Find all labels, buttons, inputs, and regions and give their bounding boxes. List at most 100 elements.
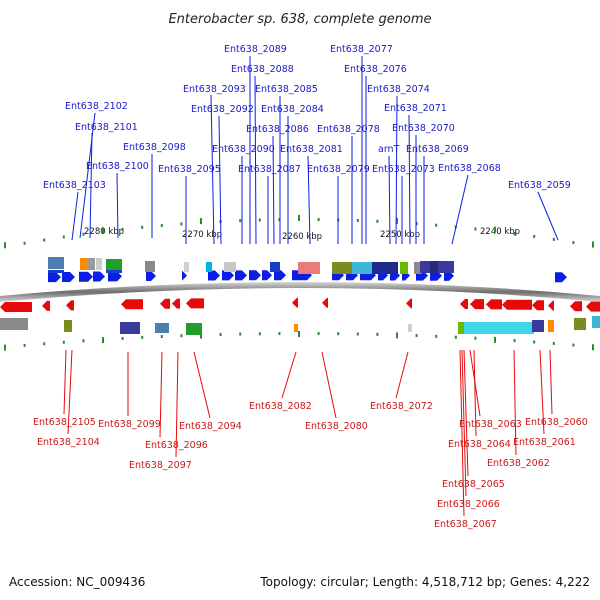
reverse-gene-arrow (292, 297, 298, 308)
outer-tick (102, 227, 104, 234)
inner-tick (396, 332, 398, 339)
gene-label-ent638-2080[interactable]: Ent638_2080 (305, 421, 368, 432)
outer-tick (121, 227, 124, 231)
forward-feature-block (206, 262, 212, 272)
inner-tick (376, 332, 379, 336)
reverse-leader-line (461, 349, 467, 497)
gene-label-ent638-2059[interactable]: Ent638_2059 (508, 180, 571, 191)
reverse-leader-line (513, 349, 517, 456)
inner-tick (200, 332, 202, 339)
outer-tick (356, 219, 359, 223)
gene-label-ent638-2074[interactable]: Ent638_2074 (367, 84, 430, 95)
gene-label-ent638-2062[interactable]: Ent638_2062 (487, 458, 550, 469)
gene-label-ent638-2071[interactable]: Ent638_2071 (384, 103, 447, 114)
gene-label-ent638-2098[interactable]: Ent638_2098 (123, 142, 186, 153)
gene-label-ent638-2078[interactable]: Ent638_2078 (317, 124, 380, 135)
scale-label-2250: 2250 kbp (380, 230, 420, 240)
outer-tick (376, 219, 379, 223)
gene-label-ent638-2088[interactable]: Ent638_2088 (231, 64, 294, 75)
outer-tick (396, 217, 398, 224)
accession-text: Accession: NC_009436 (9, 575, 145, 589)
inner-tick (317, 332, 320, 336)
forward-feature-block (372, 262, 398, 274)
gene-label-ent638-2103[interactable]: Ent638_2103 (43, 180, 106, 191)
gene-label-ent638-2064[interactable]: Ent638_2064 (448, 439, 511, 450)
forward-leader-line (89, 132, 93, 239)
reverse-leader-line (321, 351, 337, 419)
gene-label-ent638-2102[interactable]: Ent638_2102 (65, 101, 128, 112)
reverse-gene-arrow (406, 298, 412, 309)
reverse-gene-arrow (502, 299, 532, 310)
forward-leader-line (272, 135, 275, 245)
gene-label-ent638-2079[interactable]: Ent638_2079 (307, 164, 370, 175)
reverse-gene-track (0, 297, 600, 312)
reverse-feature-block (532, 320, 544, 332)
reverse-leader-line (281, 351, 297, 399)
gene-label-ent638-2065[interactable]: Ent638_2065 (442, 479, 505, 490)
outer-tick (435, 223, 438, 227)
reverse-gene-arrow (42, 300, 50, 311)
gene-label-ent638-2061[interactable]: Ent638_2061 (513, 437, 576, 448)
forward-feature-block (106, 259, 122, 271)
forward-feature-block (224, 262, 236, 272)
gene-label-ent638-2096[interactable]: Ent638_2096 (145, 440, 208, 451)
inner-tick (62, 340, 65, 344)
gene-label-ent638-2077[interactable]: Ent638_2077 (330, 44, 393, 55)
gene-label-ent638-2070[interactable]: Ent638_2070 (392, 123, 455, 134)
outer-tick (494, 226, 496, 233)
gene-label-ent638-2105[interactable]: Ent638_2105 (33, 417, 96, 428)
gene-label-ent638-2084[interactable]: Ent638_2084 (261, 104, 324, 115)
forward-leader-line (395, 95, 398, 245)
gene-label-arnt[interactable]: arnT (378, 144, 400, 155)
inner-tick (533, 340, 536, 344)
gene-label-ent638-2060[interactable]: Ent638_2060 (525, 417, 588, 428)
gene-label-ent638-2093[interactable]: Ent638_2093 (183, 84, 246, 95)
reverse-leader-line (67, 349, 73, 435)
forward-leader-line (307, 155, 311, 245)
gene-label-ent638-2086[interactable]: Ent638_2086 (246, 124, 309, 135)
gene-label-ent638-2087[interactable]: Ent638_2087 (238, 164, 301, 175)
inner-tick (415, 334, 418, 338)
gene-label-ent638-2066[interactable]: Ent638_2066 (437, 499, 500, 510)
gene-label-ent638-2100[interactable]: Ent638_2100 (86, 161, 149, 172)
gene-label-ent638-2076[interactable]: Ent638_2076 (344, 64, 407, 75)
gene-label-ent638-2073[interactable]: Ent638_2073 (372, 164, 435, 175)
reverse-gene-arrow (0, 302, 32, 312)
gene-label-ent638-2094[interactable]: Ent638_2094 (179, 421, 242, 432)
gene-label-ent638-2090[interactable]: Ent638_2090 (212, 144, 275, 155)
forward-gene-arrow (79, 271, 93, 282)
gene-label-ent638-2095[interactable]: Ent638_2095 (158, 164, 221, 175)
reverse-feature-block (155, 323, 169, 333)
reverse-gene-arrow (121, 299, 143, 310)
gene-label-ent638-2097[interactable]: Ent638_2097 (129, 460, 192, 471)
gene-label-ent638-2082[interactable]: Ent638_2082 (249, 401, 312, 412)
gene-label-ent638-2063[interactable]: Ent638_2063 (459, 419, 522, 430)
gene-label-ent638-2081[interactable]: Ent638_2081 (280, 144, 343, 155)
inner-tick (160, 335, 163, 339)
gene-label-ent638-2085[interactable]: Ent638_2085 (255, 84, 318, 95)
gene-label-ent638-2104[interactable]: Ent638_2104 (37, 437, 100, 448)
outer-tick (415, 222, 418, 226)
inner-tick (102, 337, 104, 344)
reverse-feature-block (592, 316, 600, 328)
gene-label-ent638-2069[interactable]: Ent638_2069 (406, 144, 469, 155)
forward-gene-arrow (430, 270, 442, 281)
gene-label-ent638-2067[interactable]: Ent638_2067 (434, 519, 497, 530)
forward-leader-line (408, 114, 411, 245)
forward-feature-block (414, 262, 422, 274)
reverse-leader-line (539, 349, 545, 435)
forward-gene-arrow (182, 270, 187, 281)
reverse-leader-line (463, 349, 469, 477)
inner-tick (141, 335, 144, 339)
outer-tick (258, 218, 261, 222)
forward-leader-line (210, 94, 215, 245)
gene-label-ent638-2072[interactable]: Ent638_2072 (370, 401, 433, 412)
gene-label-ent638-2089[interactable]: Ent638_2089 (224, 44, 287, 55)
inner-tick (278, 332, 281, 336)
gene-label-ent638-2092[interactable]: Ent638_2092 (191, 104, 254, 115)
gene-label-ent638-2099[interactable]: Ent638_2099 (98, 419, 161, 430)
inner-tick (474, 336, 477, 340)
gene-label-ent638-2101[interactable]: Ent638_2101 (75, 122, 138, 133)
gene-label-ent638-2068[interactable]: Ent638_2068 (438, 163, 501, 174)
inner-tick (298, 331, 300, 338)
